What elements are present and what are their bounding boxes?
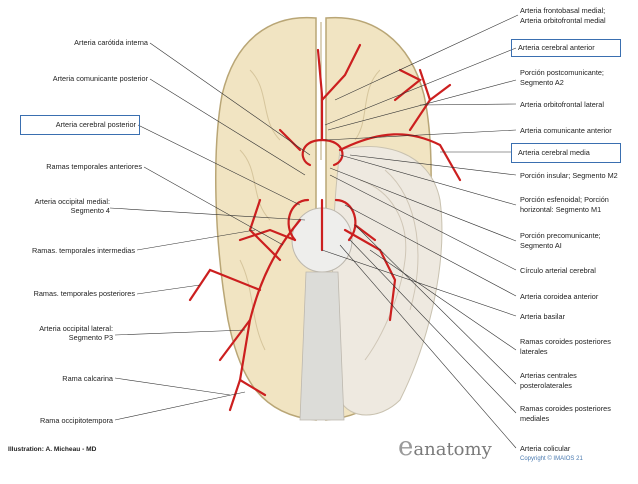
label-laterales: laterales	[520, 347, 548, 356]
logo-e-glyph: e	[398, 432, 414, 462]
label-mediales: mediales	[520, 414, 550, 423]
label-arteria-basilar: Arteria basilar	[520, 312, 566, 321]
label-temporales-intermedias: Ramas. temporales intermedias	[31, 246, 135, 255]
label-temporales-posteriores: Ramas. temporales posteriores	[33, 289, 135, 298]
label-segmento-p3: Segmento P3	[68, 333, 113, 342]
label-porcion-esfenoidal: Porción esfenoidal; Porción	[520, 195, 609, 204]
label-coroides-post-mediales: Ramas coroides posteriores	[520, 404, 611, 413]
arteries	[188, 43, 462, 412]
highlight-box-cerebral-anterior	[511, 39, 621, 57]
cut-surface	[332, 146, 443, 416]
label-segmento-m1: horizontal: Segmento M1	[520, 205, 602, 214]
label-occipital-lateral: Arteria occipital lateral:	[39, 324, 113, 333]
label-cerebral-media: Arteria cerebral media	[518, 148, 590, 157]
label-orbitofrontal-medial: Arteria orbitofrontal medial	[520, 16, 606, 25]
anatomy-logo: eanatomy	[398, 432, 492, 462]
label-coroidea-anterior: Arteria coroidea anterior	[520, 292, 599, 301]
label-segmento-a2: Segmento A2	[520, 78, 564, 87]
label-coroides-post-laterales: Ramas coroides posteriores	[520, 337, 611, 346]
label-porcion-postcomunicante: Porción postcomunicante;	[520, 68, 604, 77]
highlight-box-cerebral-posterior	[20, 115, 140, 135]
label-arterias-centrales: Arterias centrales	[520, 371, 577, 380]
label-segmento-ai: Segmento AI	[520, 241, 562, 250]
logo-text: anatomy	[413, 439, 492, 460]
label-carotida-interna: Arteria carótida interna	[74, 38, 148, 47]
label-rama-calcarina: Rama calcarina	[62, 374, 113, 383]
highlight-box-cerebral-media	[511, 143, 621, 163]
label-segmento-4: Segmento 4	[70, 206, 110, 215]
label-porcion-precomunicante: Porción precomunicante;	[520, 231, 601, 240]
leader-lines	[109, 14, 519, 449]
label-frontobasal-medial: Arteria frontobasal medial;	[520, 6, 606, 15]
label-arteria-colicular: Arteria colicular	[520, 444, 571, 453]
label-occipital-medial: Arteria occipital medial:	[34, 197, 110, 206]
left-hemisphere	[215, 16, 317, 421]
label-temporales-anteriores: Ramas temporales anteriores	[46, 162, 142, 171]
label-posterolaterales: posterolaterales	[520, 381, 572, 390]
label-rama-occipitotempora: Rama occipitotempora	[39, 416, 113, 425]
illustration-credit: Illustration: A. Micheau - MD	[8, 446, 97, 453]
copyright-text: Copyright © IMAIOS 21	[520, 456, 583, 462]
label-porcion-insular: Porción insular; Segmento M2	[520, 171, 618, 180]
label-cerebral-posterior: Arteria cerebral posterior	[55, 120, 136, 129]
label-comunicante-anterior: Arteria comunicante anterior	[520, 126, 612, 135]
label-comunicante-posterior: Arteria comunicante posterior	[52, 74, 148, 83]
label-cerebral-anterior: Arteria cerebral anterior	[518, 43, 595, 52]
label-orbitofrontal-lateral: Arteria orbitofrontal lateral	[520, 100, 604, 109]
label-circulo-arterial: Círculo arterial cerebral	[520, 266, 596, 275]
